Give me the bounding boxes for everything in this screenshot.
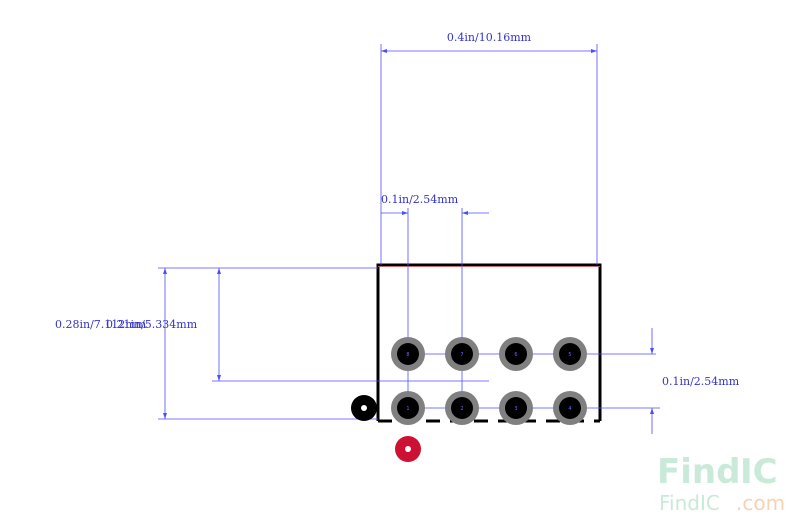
pad-7: 7 bbox=[445, 337, 479, 371]
watermark-big-ic: IC bbox=[740, 452, 778, 492]
watermark-small-findic: FindIC bbox=[659, 491, 720, 515]
svg-text:4: 4 bbox=[568, 406, 571, 412]
findic-watermark: Find IC FindIC .com bbox=[657, 452, 785, 515]
width-label: 0.4in/10.16mm bbox=[447, 31, 532, 44]
pads-bottom-row: 1 2 3 4 bbox=[391, 391, 587, 425]
row-pitch-label: 0.1in/2.54mm bbox=[662, 375, 740, 388]
svg-text:3: 3 bbox=[514, 406, 517, 412]
watermark-big-find: Find bbox=[657, 452, 740, 492]
height-label: 0.28in/7.112mm bbox=[55, 318, 147, 331]
inner-height-label: 0.21in/5.334mm bbox=[106, 318, 198, 331]
svg-text:1: 1 bbox=[406, 406, 409, 412]
svg-text:2: 2 bbox=[460, 406, 463, 412]
pads-top-row: 8 7 6 5 bbox=[391, 337, 587, 371]
svg-text:7: 7 bbox=[460, 352, 463, 358]
width-dimension: 0.4in/10.16mm bbox=[380, 31, 598, 265]
svg-text:8: 8 bbox=[406, 352, 409, 358]
pad-8: 8 bbox=[391, 337, 425, 371]
watermark-small-com: .com bbox=[736, 491, 785, 515]
svg-text:6: 6 bbox=[514, 352, 517, 358]
pad-3: 3 bbox=[499, 391, 533, 425]
height-dimension: 0.28in/7.112mm 0.21in/5.334mm bbox=[55, 267, 489, 420]
pad-2: 2 bbox=[445, 391, 479, 425]
pitch-label: 0.1in/2.54mm bbox=[381, 193, 459, 206]
pad-4: 4 bbox=[553, 391, 587, 425]
pitch-dimension: 0.1in/2.54mm bbox=[381, 193, 489, 408]
svg-text:5: 5 bbox=[568, 352, 571, 358]
pin1-marker bbox=[395, 436, 421, 462]
pad-6: 6 bbox=[499, 337, 533, 371]
origin-marker bbox=[351, 395, 377, 421]
pad-5: 5 bbox=[553, 337, 587, 371]
pad-1: 1 bbox=[391, 391, 425, 425]
